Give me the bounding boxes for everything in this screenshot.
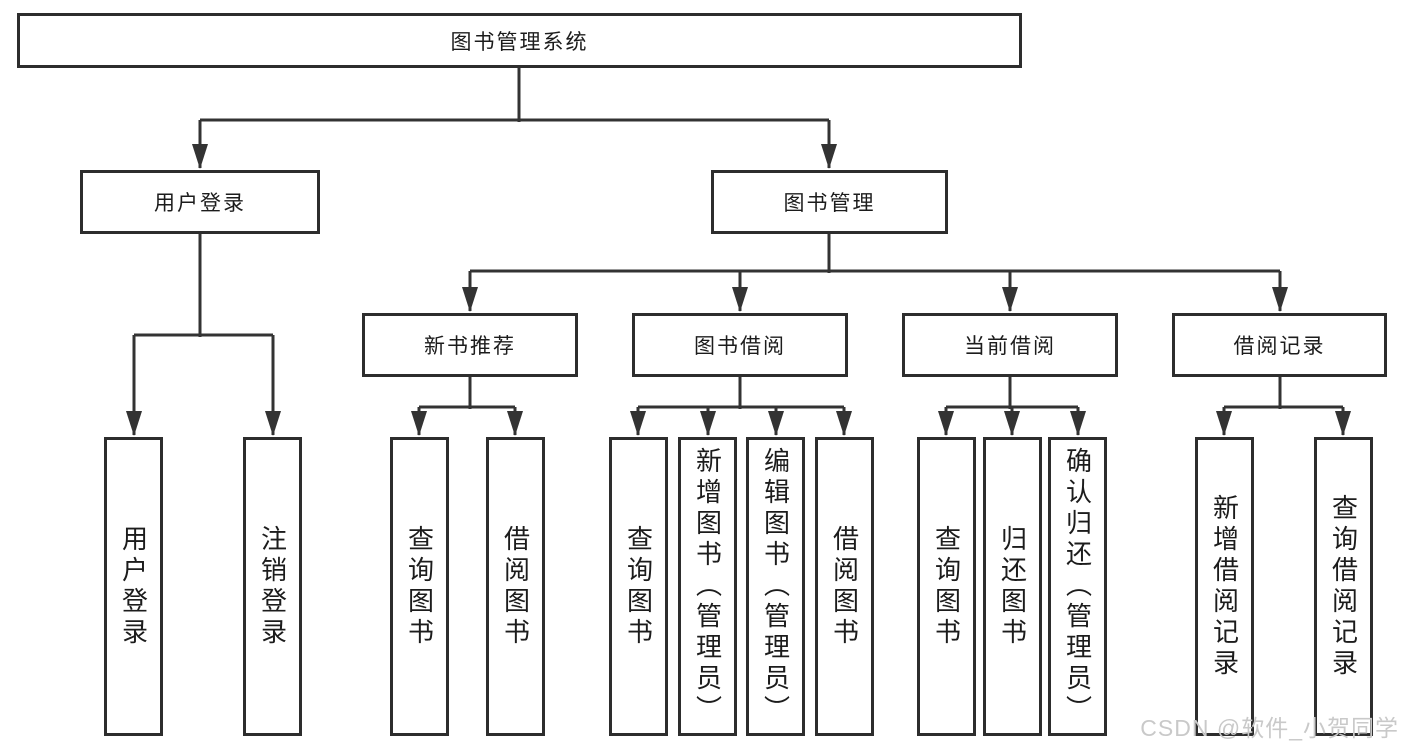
arrow-down-icon: [1004, 411, 1020, 436]
leaf-return-book: 归还图书: [983, 437, 1042, 736]
leaf-borrow-books-recommend: 借阅图书: [486, 437, 545, 736]
arrow-down-icon: [192, 144, 208, 169]
arrow-down-icon: [1070, 411, 1086, 436]
node-new-book-recommend: 新书推荐: [362, 313, 578, 377]
leaf-edit-book-admin: 编辑图书（管理员）: [746, 437, 805, 736]
connector-lines: [132, 68, 1345, 435]
arrow-down-icon: [1272, 287, 1288, 312]
arrow-down-icon: [821, 144, 837, 169]
arrow-down-icon: [836, 411, 852, 436]
leaf-query-books-borrow: 查询图书: [609, 437, 668, 736]
leaf-query-books-recommend: 查询图书: [390, 437, 449, 736]
arrow-down-icon: [126, 411, 142, 436]
node-book-management-system: 图书管理系统: [17, 13, 1022, 68]
node-current-borrow: 当前借阅: [902, 313, 1118, 377]
arrow-down-icon: [700, 411, 716, 436]
arrow-down-icon: [732, 287, 748, 312]
leaf-borrow-books: 借阅图书: [815, 437, 874, 736]
leaf-confirm-return-admin: 确认归还（管理员）: [1048, 437, 1107, 736]
node-user-login-branch: 用户登录: [80, 170, 320, 234]
arrow-down-icon: [768, 411, 784, 436]
arrow-down-icon: [1216, 411, 1232, 436]
arrowheads: [126, 144, 1351, 436]
arrow-down-icon: [265, 411, 281, 436]
arrow-down-icon: [938, 411, 954, 436]
leaf-add-borrow-record: 新增借阅记录: [1195, 437, 1254, 736]
leaf-query-books-current: 查询图书: [917, 437, 976, 736]
leaf-logout: 注销登录: [243, 437, 302, 736]
node-book-borrow: 图书借阅: [632, 313, 848, 377]
leaf-query-borrow-record: 查询借阅记录: [1314, 437, 1373, 736]
arrow-down-icon: [1002, 287, 1018, 312]
node-book-management-branch: 图书管理: [711, 170, 948, 234]
leaf-add-book-admin: 新增图书（管理员）: [678, 437, 737, 736]
arrow-down-icon: [411, 411, 427, 436]
leaf-user-login: 用户登录: [104, 437, 163, 736]
node-borrow-records: 借阅记录: [1172, 313, 1387, 377]
arrow-down-icon: [1335, 411, 1351, 436]
arrow-down-icon: [630, 411, 646, 436]
arrow-down-icon: [507, 411, 523, 436]
csdn-watermark: CSDN @软件_小贺同学: [1140, 715, 1399, 741]
arrow-down-icon: [462, 287, 478, 312]
